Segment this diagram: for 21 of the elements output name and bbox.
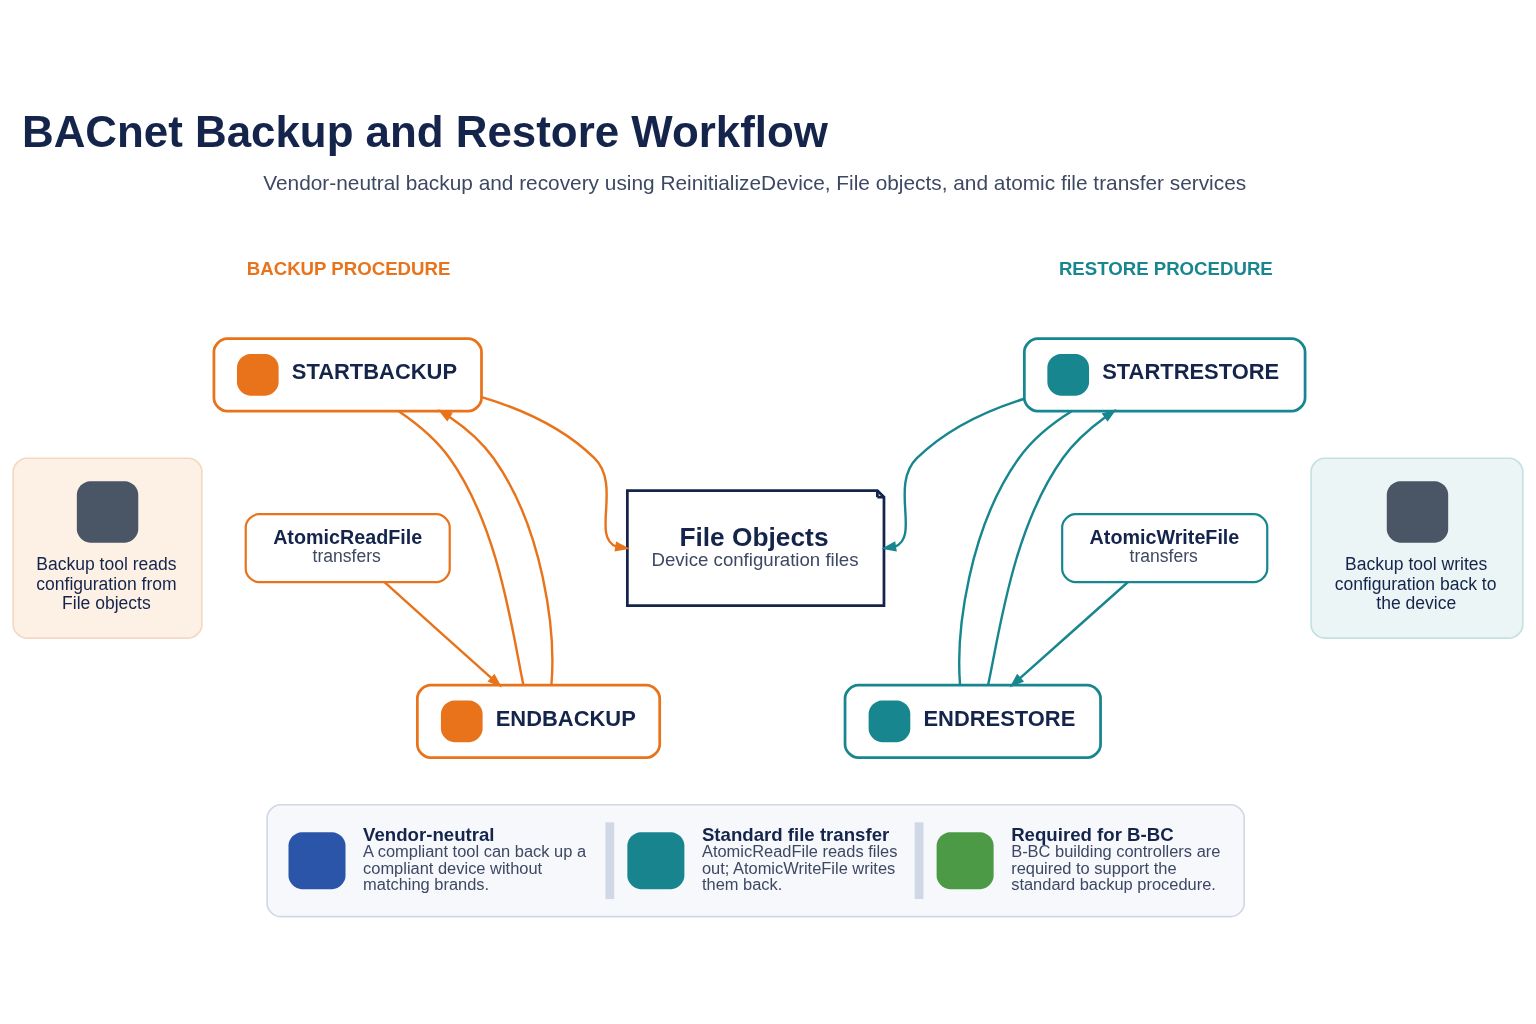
node-box: STARTRESTORE bbox=[1022, 336, 1307, 412]
arrow bbox=[481, 395, 630, 552]
node-box: Vendor-neutral A compliant tool can back up a compliant device without matching brands. Standard file transfer AtomicReadFile reads files out; AtomicWriteFile writes them back. Required for B-BC B-BC building controllers are required to support the standard backup procedure. bbox=[266, 803, 1246, 917]
label: BACKUP PROCEDURE bbox=[246, 257, 451, 279]
arrow bbox=[383, 580, 502, 687]
arrow bbox=[1009, 580, 1129, 687]
node-box: AtomicReadFile transfers bbox=[244, 512, 451, 583]
arrow bbox=[881, 397, 1025, 552]
arrow bbox=[437, 408, 554, 685]
connector bbox=[958, 409, 1073, 685]
node-box: STARTBACKUP bbox=[212, 336, 483, 412]
label: Vendor-neutral backup and recovery using ReinitializeDevice, File objects, and atomic file transfer services bbox=[263, 170, 1247, 194]
label: RESTORE PROCEDURE bbox=[1058, 257, 1273, 279]
node-box: AtomicWriteFile transfers bbox=[1061, 512, 1269, 583]
arrow bbox=[986, 408, 1117, 685]
node-box: ENDBACKUP bbox=[416, 683, 662, 759]
node-box: Backup tool reads configuration from File objects bbox=[12, 456, 203, 639]
diagram-title: BACnet Backup and Restore Workflow bbox=[22, 106, 828, 156]
connector bbox=[398, 409, 525, 685]
node-box: Backup tool writes configuration back to the device bbox=[1310, 456, 1524, 639]
node-box: ENDRESTORE bbox=[843, 683, 1102, 759]
